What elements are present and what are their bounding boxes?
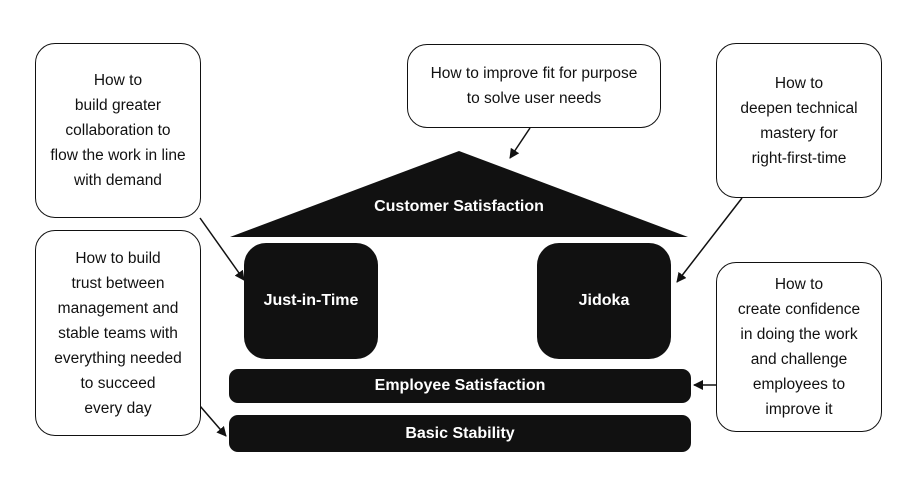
- question-right-lower: How to create confidence in doing the wo…: [716, 262, 882, 432]
- question-top: How to improve fit for purpose to solve …: [407, 44, 661, 128]
- arrow-right-upper-to-jidoka: [676, 197, 743, 283]
- pillar-just-in-time: Just-in-Time: [244, 243, 378, 359]
- roof-label: Customer Satisfaction: [374, 198, 544, 215]
- question-left-lower: How to build trust between management an…: [35, 230, 201, 436]
- employee-satisfaction-bar: Employee Satisfaction: [229, 369, 691, 403]
- arrow-top-to-roof: [509, 127, 531, 159]
- roof-triangle: [230, 151, 688, 237]
- basic-stability-bar: Basic Stability: [229, 415, 691, 452]
- arrow-left-lower-to-basic-stability: [199, 405, 227, 437]
- arrow-left-upper-to-just-in-time: [199, 217, 245, 281]
- question-right-upper: How to deepen technical mastery for righ…: [716, 43, 882, 198]
- question-left-upper: How to build greater collaboration to fl…: [35, 43, 201, 218]
- pillar-jidoka: Jidoka: [537, 243, 671, 359]
